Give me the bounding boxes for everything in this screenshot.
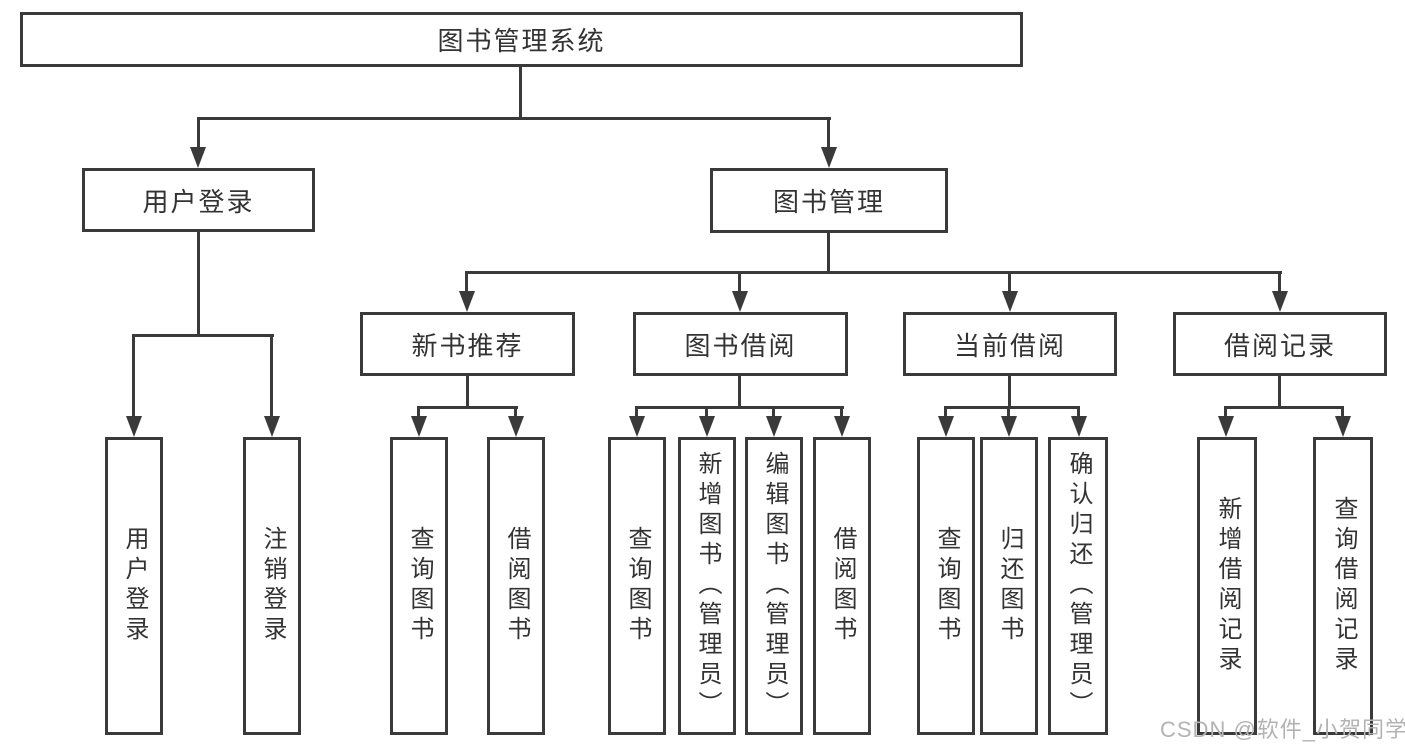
connector-line <box>270 334 273 418</box>
arrow-down-icon <box>1272 291 1288 312</box>
leaf-query-books-borrowing: 查询图书 <box>608 437 666 735</box>
arrow-down-icon <box>1218 416 1234 437</box>
connector-line <box>1008 271 1011 293</box>
leaf-user-login: 用户登录 <box>105 437 163 735</box>
leaf-return-books: 归还图书 <box>980 437 1038 735</box>
node-label: 图书管理系统 <box>437 26 606 56</box>
leaf-label: 新增借阅记录 <box>1214 496 1241 676</box>
connector-line <box>417 406 420 420</box>
node-root-book-management-system: 图书管理系统 <box>20 12 1023 67</box>
leaf-label: 注销登录 <box>259 526 286 646</box>
leaf-label: 查询借阅记录 <box>1330 496 1357 676</box>
connector-line <box>1278 376 1281 409</box>
connector-line <box>519 67 522 120</box>
connector-line <box>197 117 200 150</box>
leaf-label: 确认归还（管理员） <box>1065 451 1092 721</box>
leaf-label: 查询图书 <box>933 526 960 646</box>
connector-line <box>738 376 741 409</box>
leaf-query-borrow-record: 查询借阅记录 <box>1313 437 1373 735</box>
connector-line <box>132 334 274 337</box>
arrow-down-icon <box>834 416 850 437</box>
node-label: 借阅记录 <box>1223 330 1336 361</box>
leaf-label: 查询图书 <box>406 526 433 646</box>
leaf-label: 用户登录 <box>121 526 148 646</box>
arrow-down-icon <box>1335 416 1351 437</box>
connector-line <box>1224 406 1344 409</box>
arrow-down-icon <box>508 416 524 437</box>
connector-line <box>827 117 830 150</box>
arrow-down-icon <box>1071 416 1087 437</box>
connector-line <box>705 406 708 420</box>
connector-line <box>197 232 200 337</box>
node-new-book-recommendation: 新书推荐 <box>360 312 575 376</box>
leaf-borrow-books: 借阅图书 <box>813 437 871 735</box>
leaf-label: 归还图书 <box>996 526 1023 646</box>
connector-line <box>738 271 741 293</box>
leaf-add-borrow-record: 新增借阅记录 <box>1197 437 1257 735</box>
leaf-label: 编辑图书（管理员） <box>761 451 788 721</box>
leaf-label: 借阅图书 <box>829 526 856 646</box>
connector-line <box>1341 406 1344 420</box>
node-label: 当前借阅 <box>953 330 1066 361</box>
connector-line <box>944 406 947 420</box>
arrow-down-icon <box>264 416 280 437</box>
connector-line <box>635 406 638 420</box>
arrow-down-icon <box>190 147 206 168</box>
connector-line <box>1224 406 1227 420</box>
leaf-logout: 注销登录 <box>243 437 301 735</box>
node-label: 用户登录 <box>142 186 255 217</box>
arrow-down-icon <box>938 416 954 437</box>
leaf-query-books-recommend: 查询图书 <box>390 437 448 735</box>
connector-line <box>1278 271 1281 293</box>
arrow-down-icon <box>459 291 475 312</box>
connector-line <box>197 117 831 120</box>
arrow-down-icon <box>766 416 782 437</box>
leaf-label: 借阅图书 <box>503 526 530 646</box>
connector-line <box>840 406 843 420</box>
connector-line <box>466 376 469 409</box>
leaf-label: 新增图书（管理员） <box>694 451 721 721</box>
node-book-borrowing: 图书借阅 <box>633 312 848 376</box>
connector-line <box>514 406 517 420</box>
connector-line <box>635 406 844 409</box>
leaf-borrow-books-recommend: 借阅图书 <box>487 437 545 735</box>
leaf-edit-books-admin: 编辑图书（管理员） <box>745 437 803 735</box>
arrow-down-icon <box>411 416 427 437</box>
connector-line <box>132 334 135 418</box>
csdn-watermark: CSDN @软件_小贺同学 <box>1160 717 1405 742</box>
node-borrowing-records: 借阅记录 <box>1173 312 1387 376</box>
leaf-confirm-return-admin: 确认归还（管理员） <box>1048 437 1108 735</box>
arrow-down-icon <box>1002 291 1018 312</box>
arrow-down-icon <box>126 416 142 437</box>
connector-line <box>944 406 1080 409</box>
connector-line <box>465 271 1282 274</box>
arrow-down-icon <box>732 291 748 312</box>
connector-line <box>1077 406 1080 420</box>
node-label: 新书推荐 <box>411 330 524 361</box>
leaf-label: 查询图书 <box>624 526 651 646</box>
arrow-down-icon <box>629 416 645 437</box>
connector-line <box>772 406 775 420</box>
node-label: 图书借阅 <box>684 330 797 361</box>
connector-line <box>417 406 518 409</box>
connector-line <box>827 233 830 274</box>
connector-line <box>465 271 468 293</box>
node-label: 图书管理 <box>772 187 885 217</box>
node-current-borrowing: 当前借阅 <box>903 312 1117 376</box>
leaf-query-books-current: 查询图书 <box>917 437 975 735</box>
leaf-add-books-admin: 新增图书（管理员） <box>678 437 736 735</box>
node-user-login: 用户登录 <box>82 168 315 232</box>
arrow-down-icon <box>1001 416 1017 437</box>
connector-line <box>1008 376 1011 409</box>
arrow-down-icon <box>821 147 837 168</box>
arrow-down-icon <box>699 416 715 437</box>
connector-line <box>1007 406 1010 420</box>
node-book-management: 图书管理 <box>710 168 948 233</box>
